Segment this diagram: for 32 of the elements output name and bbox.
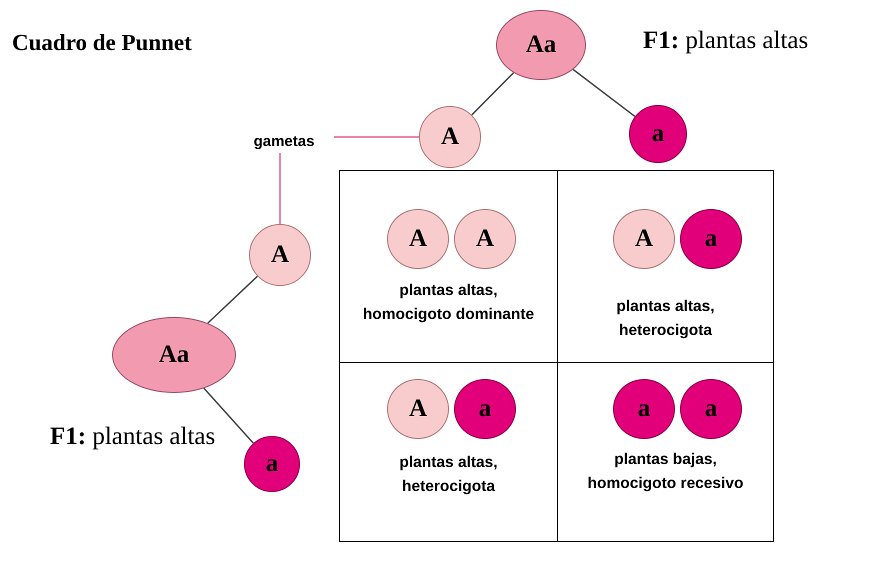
allele-circle: A bbox=[613, 209, 675, 269]
punnett-cell bbox=[557, 362, 774, 542]
diagram-title: Cuadro de Punnet bbox=[12, 29, 192, 57]
connector-line bbox=[203, 388, 254, 444]
gametes-label: gametas bbox=[234, 131, 334, 153]
connector-line bbox=[207, 276, 258, 324]
punnett-cell bbox=[339, 362, 558, 542]
allele-circle: a bbox=[680, 379, 742, 439]
connector-line bbox=[334, 136, 419, 138]
punnett-cell bbox=[339, 170, 558, 363]
generation-label: F1: plantas altas bbox=[50, 422, 216, 452]
allele-circle: A bbox=[387, 379, 449, 439]
allele-circle: Aa bbox=[112, 317, 236, 393]
allele-circle: Aa bbox=[496, 10, 586, 80]
generation-label: F1: plantas altas bbox=[643, 26, 810, 56]
connector-line bbox=[279, 153, 281, 224]
allele-circle: a bbox=[244, 436, 300, 492]
allele-circle: A bbox=[454, 209, 516, 269]
allele-circle: A bbox=[387, 209, 449, 269]
genotype-description: plantas altas, heterocigota bbox=[398, 453, 499, 497]
punnett-cell bbox=[557, 170, 774, 363]
allele-circle: A bbox=[249, 224, 311, 286]
genotype-description: plantas bajas, homocigoto recesivo bbox=[586, 450, 744, 494]
allele-circle: a bbox=[680, 209, 742, 269]
allele-circle: a bbox=[613, 379, 675, 439]
connector-line bbox=[471, 72, 514, 116]
allele-circle: a bbox=[629, 105, 687, 163]
genotype-description: plantas altas, homocigoto dominante bbox=[362, 281, 536, 325]
genotype-description: plantas altas, heterocigota bbox=[615, 297, 716, 341]
connector-line bbox=[572, 68, 636, 118]
allele-circle: a bbox=[454, 379, 516, 439]
allele-circle: A bbox=[419, 106, 481, 168]
